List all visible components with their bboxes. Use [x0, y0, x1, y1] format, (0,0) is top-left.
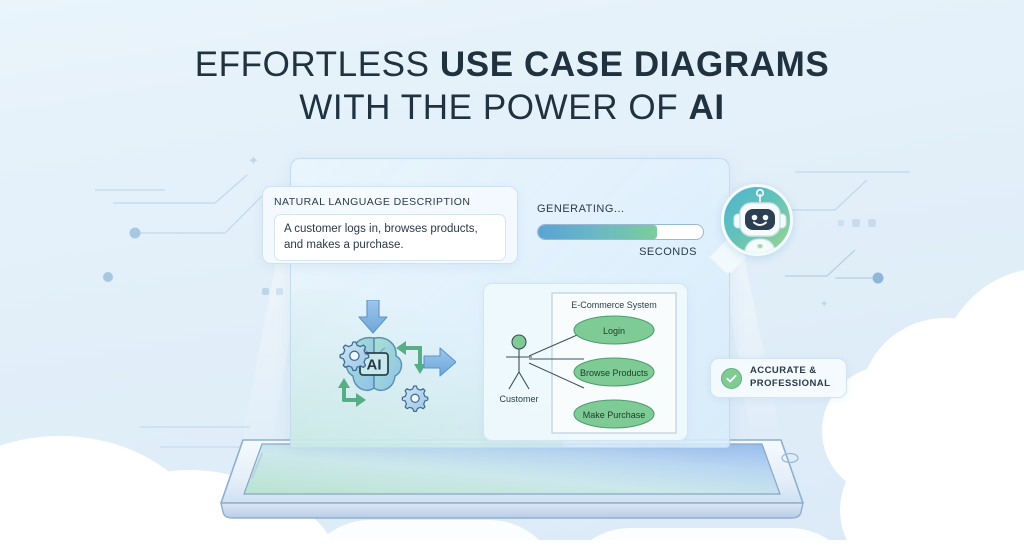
- cycle-arrow-head-icon: [338, 378, 350, 388]
- gear-icon: [339, 341, 370, 372]
- nl-card-title: NATURAL LANGUAGE DESCRIPTION: [274, 196, 471, 208]
- deco-square: [334, 472, 342, 480]
- page-title: EFFORTLESS USE CASE DIAGRAMS WITH THE PO…: [0, 44, 1024, 129]
- generating-status: GENERATING... SECONDS: [537, 203, 705, 258]
- deco-square: [838, 220, 844, 226]
- deco-square: [852, 219, 860, 227]
- use-case-label-1: Browse Products: [580, 368, 649, 378]
- circuit-lines-right: [775, 171, 910, 284]
- ai-processing-graphic: AI: [326, 299, 457, 425]
- deco-square: [276, 288, 283, 295]
- deco-square: [868, 219, 876, 227]
- accurate-professional-badge: ACCURATE & PROFESSIONAL: [710, 358, 847, 398]
- headline-line2-bold: AI: [688, 87, 725, 127]
- accurate-badge-text: ACCURATE & PROFESSIONAL: [750, 365, 830, 391]
- robot-avatar-icon: [721, 184, 793, 256]
- seconds-label: SECONDS: [639, 246, 697, 258]
- progress-bar-fill: [538, 225, 657, 239]
- check-circle-icon: [721, 367, 742, 389]
- use-case-label-2: Make Purchase: [583, 410, 646, 420]
- cycle-arrow-head-icon: [396, 341, 406, 355]
- cycle-arrow-head-icon: [414, 364, 426, 374]
- use-case-label-0: Login: [603, 326, 625, 336]
- accurate-badge-line2: PROFESSIONAL: [750, 378, 831, 389]
- use-case-oval: Browse Products: [573, 357, 655, 387]
- sparkle-icon: ✦: [248, 153, 259, 168]
- cycle-arrow-head-icon: [356, 393, 366, 407]
- deco-square: [262, 288, 269, 295]
- stick-figure-actor-icon: [506, 334, 532, 390]
- cycle-arrow-icon: [402, 346, 422, 370]
- headline-line1-bold: USE CASE DIAGRAMS: [439, 45, 830, 84]
- headline-line2-light: WITH THE POWER OF: [299, 87, 689, 127]
- ai-label: AI: [367, 357, 382, 374]
- use-case-oval: Login: [573, 315, 655, 345]
- sparkle-icon: ✦: [820, 299, 829, 310]
- association-lines: [528, 331, 585, 389]
- ai-robot-badge: [709, 182, 796, 276]
- headline-line1-light: EFFORTLESS: [194, 45, 440, 84]
- nl-description-input[interactable]: A customer logs in, browses products, an…: [274, 214, 506, 261]
- use-case-oval: Make Purchase: [573, 399, 655, 429]
- cloud-shape: [0, 540, 1024, 559]
- use-case-diagram-panel: E-Commerce System Customer Login Browse …: [483, 283, 688, 441]
- accurate-badge-line1: ACCURATE &: [750, 365, 817, 377]
- deco-square: [318, 472, 326, 480]
- actor-label: Customer: [499, 394, 538, 404]
- generating-label: GENERATING...: [537, 203, 625, 215]
- arrow-right-icon: [423, 347, 457, 377]
- deco-square: [302, 472, 310, 480]
- gear-icon: [401, 385, 429, 413]
- progress-bar-track: [537, 224, 704, 240]
- system-boundary-title: E-Commerce System: [571, 300, 657, 310]
- natural-language-description-card: NATURAL LANGUAGE DESCRIPTION A customer …: [262, 186, 518, 264]
- arrow-down-icon: [358, 299, 388, 334]
